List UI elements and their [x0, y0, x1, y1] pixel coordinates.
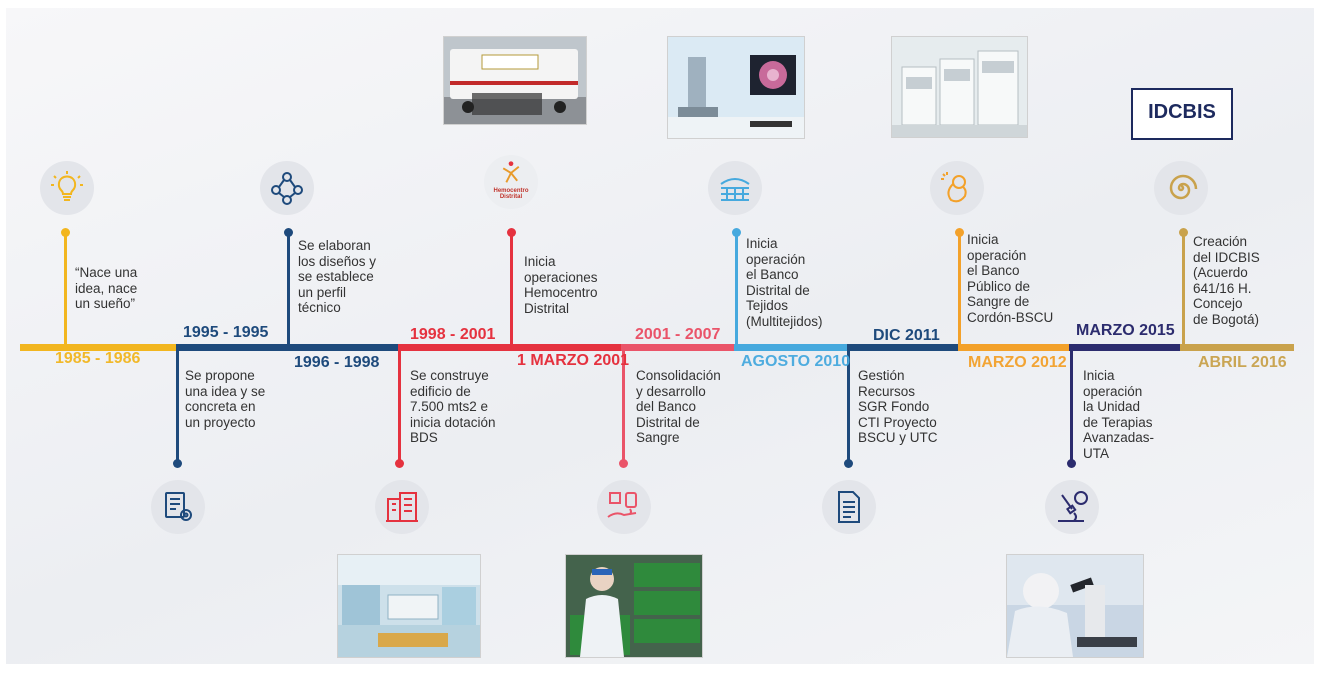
- lightbulb-icon: [40, 161, 94, 215]
- milestone-text: Gestión Recursos SGR Fondo CTI Proyecto …: [858, 368, 938, 445]
- milestone-text: Consolidación y desarrollo del Banco Dis…: [636, 368, 721, 445]
- timeline-stem: [176, 346, 179, 463]
- timeline-dot: [395, 459, 404, 468]
- timeline-segment-2012: [958, 344, 1074, 351]
- blood-donation-icon: [597, 480, 651, 534]
- timeline-dot: [284, 228, 293, 237]
- timeline-dot: [61, 228, 70, 237]
- lab-monitor-photo: [667, 36, 805, 139]
- timeline-dot: [844, 459, 853, 468]
- timeline-segment-2016: [1180, 344, 1294, 351]
- milestone-text: “Nace una idea, nace un sueño”: [75, 265, 138, 311]
- date-label-marzo-2012: MARZO 2012: [968, 354, 1067, 371]
- milestone-text: Se elaboran los diseños y se establece u…: [298, 238, 377, 315]
- spiral-icon: [1154, 161, 1208, 215]
- date-label-marzo-2001: 1 MARZO 2001: [517, 352, 630, 369]
- date-label-agosto-2010: AGOSTO 2010: [741, 353, 851, 370]
- timeline-stem: [847, 346, 850, 463]
- timeline-segment-2015: [1069, 344, 1185, 351]
- hemocentro-logo-icon: Hemocentro Distrital: [484, 155, 538, 209]
- timeline-stem: [398, 346, 401, 463]
- date-label-dic-2011: DIC 2011: [873, 327, 940, 344]
- timeline-stem: [622, 346, 625, 463]
- milestone-text: Se construye edificio de 7.500 mts2 e in…: [410, 368, 496, 445]
- fetus-icon: [930, 161, 984, 215]
- date-label-1985: 1985 - 1986: [55, 350, 141, 367]
- document-gear-icon: [151, 480, 205, 534]
- timeline-stem: [1070, 346, 1073, 463]
- timeline-segment-2001a: [509, 344, 626, 351]
- team-network-icon: [260, 161, 314, 215]
- idcbis-logo: IDCBIS: [1131, 88, 1233, 140]
- date-label-marzo-2015: MARZO 2015: [1076, 322, 1175, 339]
- timeline-segment-1998: [398, 344, 514, 351]
- timeline-segment-1985: [20, 344, 181, 351]
- timeline-dot: [732, 228, 741, 237]
- timeline-stem: [958, 232, 961, 346]
- microscope-icon: [1045, 480, 1099, 534]
- cleanroom-photo: [337, 554, 481, 658]
- milestone-text: Inicia operación el Banco Público de San…: [967, 232, 1054, 325]
- timeline-stem: [64, 232, 67, 346]
- blood-bank-photo: [565, 554, 703, 658]
- timeline-dot: [619, 459, 628, 468]
- date-label-1996: 1996 - 1998: [294, 354, 380, 371]
- idcbis-logo-text: IDCBIS: [1148, 101, 1216, 123]
- timeline-dot: [1067, 459, 1076, 468]
- milestone-text: Inicia operación la Unidad de Terapias A…: [1083, 368, 1155, 461]
- timeline-stem: [735, 232, 738, 346]
- timeline-dot: [507, 228, 516, 237]
- timeline-segment-2001b: [621, 344, 739, 351]
- timeline-segment-1995: [176, 344, 292, 351]
- timeline-stem: [510, 232, 513, 346]
- document-list-icon: [822, 480, 876, 534]
- milestone-text: Inicia operación el Banco Distrital de T…: [746, 236, 823, 329]
- skin-tissue-icon: [708, 161, 762, 215]
- milestone-text: Inicia operaciones Hemocentro Distrital: [524, 254, 598, 316]
- timeline-dot: [1179, 228, 1188, 237]
- timeline-segment-2010: [734, 344, 852, 351]
- timeline-dot: [955, 228, 964, 237]
- timeline-dot: [173, 459, 182, 468]
- date-label-abril-2016: ABRIL 2016: [1198, 354, 1287, 371]
- building-icon: [375, 480, 429, 534]
- lab-equipment-photo: [891, 36, 1028, 138]
- mobile-unit-photo: [443, 36, 587, 125]
- date-label-2001-2007: 2001 - 2007: [635, 326, 721, 343]
- milestone-text: Creación del IDCBIS (Acuerdo 641/16 H. C…: [1193, 234, 1260, 327]
- timeline-stem: [1182, 232, 1185, 346]
- date-label-1995: 1995 - 1995: [183, 324, 269, 341]
- date-label-1998: 1998 - 2001: [410, 326, 496, 343]
- hemocentro-logo-text: Hemocentro Distrital: [493, 188, 529, 200]
- timeline-stem: [287, 232, 290, 346]
- timeline-segment-2011: [847, 344, 963, 351]
- milestone-text: Se propone una idea y se concreta en un …: [185, 368, 266, 430]
- microscope-research-photo: [1006, 554, 1144, 658]
- timeline-segment-1996: [287, 344, 403, 351]
